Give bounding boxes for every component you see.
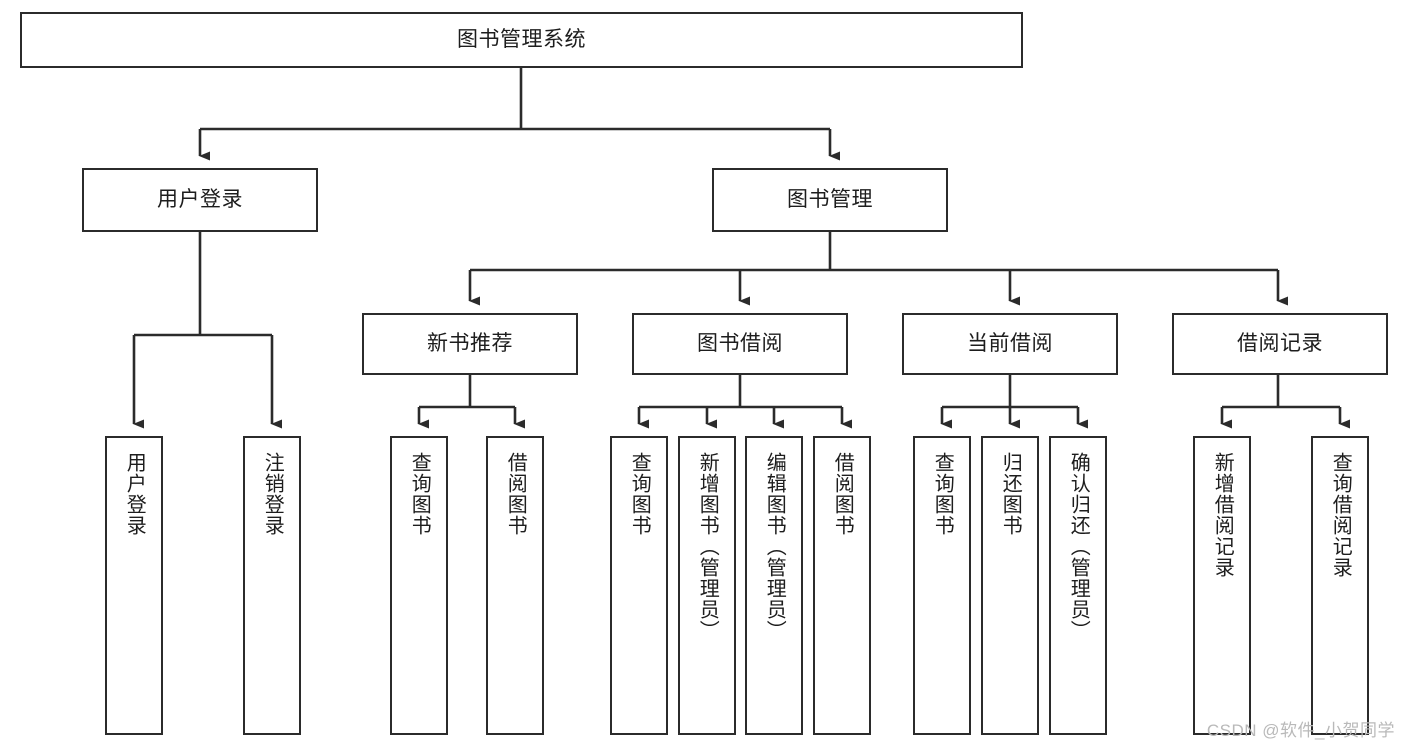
leaf-query-book-recommendation[interactable]: 查询图书	[390, 436, 448, 735]
leaf-logout[interactable]: 注销登录	[243, 436, 301, 735]
node-borrowing-record[interactable]: 借阅记录	[1172, 313, 1388, 375]
leaf-confirm-return-admin[interactable]: 确认归还（管理员）	[1049, 436, 1107, 735]
node-user-login[interactable]: 用户登录	[82, 168, 318, 232]
node-label: 查询借阅记录	[1329, 452, 1352, 578]
node-label: 查询图书	[931, 452, 954, 536]
node-label: 归还图书	[999, 452, 1022, 536]
node-root-system[interactable]: 图书管理系统	[20, 12, 1023, 68]
leaf-query-borrow-record[interactable]: 查询借阅记录	[1311, 436, 1369, 735]
node-new-book-recommendation[interactable]: 新书推荐	[362, 313, 578, 375]
leaf-add-borrow-record[interactable]: 新增借阅记录	[1193, 436, 1251, 735]
node-label: 确认归还（管理员）	[1067, 452, 1090, 641]
node-current-borrowing[interactable]: 当前借阅	[902, 313, 1118, 375]
leaf-borrow-book-recommendation[interactable]: 借阅图书	[486, 436, 544, 735]
node-label: 借阅记录	[1237, 332, 1323, 356]
leaf-return-book[interactable]: 归还图书	[981, 436, 1039, 735]
csdn-watermark: CSDN @软件_小贺同学	[1206, 721, 1395, 740]
leaf-query-book-current[interactable]: 查询图书	[913, 436, 971, 735]
leaf-borrow-book-borrowing[interactable]: 借阅图书	[813, 436, 871, 735]
leaf-user-login[interactable]: 用户登录	[105, 436, 163, 735]
node-label: 图书借阅	[697, 332, 783, 356]
node-label: 用户登录	[157, 188, 243, 212]
node-book-borrowing[interactable]: 图书借阅	[632, 313, 848, 375]
node-book-management[interactable]: 图书管理	[712, 168, 948, 232]
node-label: 新书推荐	[427, 332, 513, 356]
leaf-query-book-borrowing[interactable]: 查询图书	[610, 436, 668, 735]
node-label: 查询图书	[628, 452, 651, 536]
node-label: 图书管理系统	[457, 28, 586, 52]
node-label: 用户登录	[123, 452, 146, 536]
node-label: 借阅图书	[831, 452, 854, 536]
node-label: 注销登录	[261, 452, 284, 536]
leaf-add-book-admin[interactable]: 新增图书（管理员）	[678, 436, 736, 735]
leaf-edit-book-admin[interactable]: 编辑图书（管理员）	[745, 436, 803, 735]
node-label: 当前借阅	[967, 332, 1053, 356]
node-label: 新增图书（管理员）	[696, 452, 719, 641]
node-label: 查询图书	[408, 452, 431, 536]
node-label: 图书管理	[787, 188, 873, 212]
node-label: 编辑图书（管理员）	[763, 452, 786, 641]
node-label: 借阅图书	[504, 452, 527, 536]
node-label: 新增借阅记录	[1211, 452, 1234, 578]
